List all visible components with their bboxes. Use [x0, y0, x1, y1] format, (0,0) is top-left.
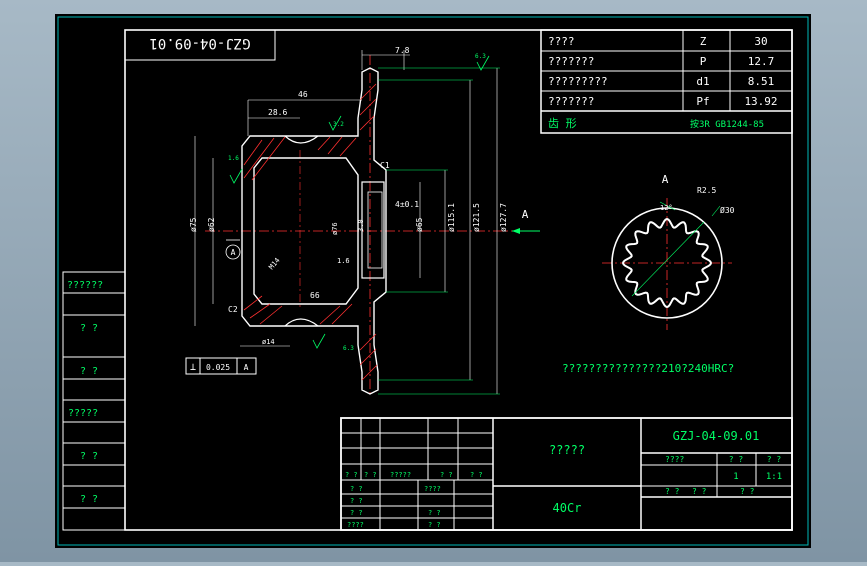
sign-value: ? ? [428, 509, 441, 517]
param-value: 13.92 [744, 95, 777, 108]
param-label: ??????? [548, 95, 594, 108]
left-label: ? ? [80, 323, 98, 334]
material: 40Cr [553, 501, 582, 515]
dim-d65: ø65 [415, 217, 424, 232]
tolerance-ref: A [244, 363, 249, 372]
scale: 1:1 [766, 472, 782, 482]
left-label: ?????? [67, 280, 103, 291]
title-block: ????? GZJ-04-09.01 40Cr ???? ? ? ? ? 1 1… [340, 417, 793, 531]
hardness-note: ???????????????210?240HRC? [562, 362, 734, 375]
dim-d75: ø75 [189, 217, 198, 232]
sign-label: ???? [347, 521, 364, 529]
col-label: ? ? [767, 455, 782, 464]
param-symbol: d1 [696, 75, 709, 88]
dim-66: 66 [310, 291, 320, 300]
sheet-label: ? ? [740, 487, 755, 496]
view-label: A [662, 173, 669, 186]
dim-d1215: ø121.5 [472, 203, 481, 232]
tolerance-symbol: ⊥ [190, 362, 196, 373]
sign-value: ? ? [428, 521, 441, 529]
param-label: ??????? [548, 55, 594, 68]
rev-label: ? ? [470, 471, 483, 479]
dim-width-46: 46 [298, 90, 308, 99]
spline-end-view: A R2.5 Ø30 12° [602, 173, 735, 330]
stage-label: ???? [665, 455, 684, 464]
left-label: ? ? [80, 494, 98, 505]
rev-label: ? ? [364, 471, 377, 479]
sign-label: ? ? [350, 485, 363, 493]
stamp-box [124, 29, 276, 61]
dim-d30: Ø30 [720, 205, 735, 215]
rev-label: ? ? [440, 471, 453, 479]
dim-d14: ø14 [262, 338, 275, 346]
datum-letter: A [231, 248, 236, 257]
drawing-sheet [55, 14, 811, 548]
drawing-number: GZJ-04-09.01 [673, 429, 760, 443]
sheet-label: ? ? [665, 487, 680, 496]
left-label: ????? [68, 408, 98, 419]
chamfer-c2: C2 [228, 305, 238, 314]
rotated-title-stamp: GZJ-04-09.01 [149, 35, 250, 51]
left-label: ? ? [80, 451, 98, 462]
profile-label: 齿 形 [548, 117, 577, 130]
dim-d62: ø62 [207, 217, 216, 232]
dim-3: 3.0 [357, 219, 365, 232]
sign-value: ???? [424, 485, 441, 493]
dim-angle: 12° [660, 204, 673, 212]
dim-r25: R2.5 [697, 186, 716, 195]
param-value: 12.7 [748, 55, 775, 68]
rev-label: ? ? [345, 471, 358, 479]
quantity: 1 [733, 472, 738, 482]
tolerance-value: 0.025 [206, 363, 230, 372]
sheet-label: ? ? [692, 487, 707, 496]
roughness-value: 6.3 [475, 53, 486, 60]
rev-label: ????? [390, 471, 411, 479]
gear-parameter-table: ???? ??????? ????????? ??????? Z P d1 Pf… [540, 29, 793, 134]
dim-d76: ø76 [331, 222, 339, 235]
param-label: ???? [548, 35, 575, 48]
col-label: ? ? [729, 455, 744, 464]
roughness-value: 6.3 [343, 345, 354, 352]
chamfer-c1: C1 [380, 161, 390, 170]
profile-value: 按3R GB1244-85 [690, 118, 764, 130]
outer-border [57, 16, 809, 546]
dim-16: 1.6 [337, 257, 350, 265]
left-label: ? ? [80, 366, 98, 377]
left-column-table: ?????? ? ? ? ? ????? ? ? ? ? [62, 271, 126, 531]
param-symbol: Pf [696, 95, 709, 108]
param-symbol: P [700, 55, 707, 68]
part-name: ????? [549, 443, 585, 457]
param-value: 30 [754, 35, 767, 48]
dim-width-286: 28.6 [268, 108, 287, 117]
datum-circle [225, 244, 241, 260]
sign-label: ? ? [350, 509, 363, 517]
dim-top: 7.8 [395, 46, 410, 55]
section-label: A [522, 208, 529, 221]
param-label: ????????? [548, 75, 608, 88]
roughness-value: 1.6 [228, 155, 239, 162]
param-symbol: Z [700, 35, 707, 48]
dim-d1277: ø127.7 [499, 203, 508, 232]
dim-d1151: ø115.1 [447, 203, 456, 232]
sign-label: ? ? [350, 497, 363, 505]
param-value: 8.51 [748, 75, 775, 88]
dim-4: 4±0.1 [395, 200, 419, 209]
roughness-value: 3.2 [333, 121, 344, 128]
